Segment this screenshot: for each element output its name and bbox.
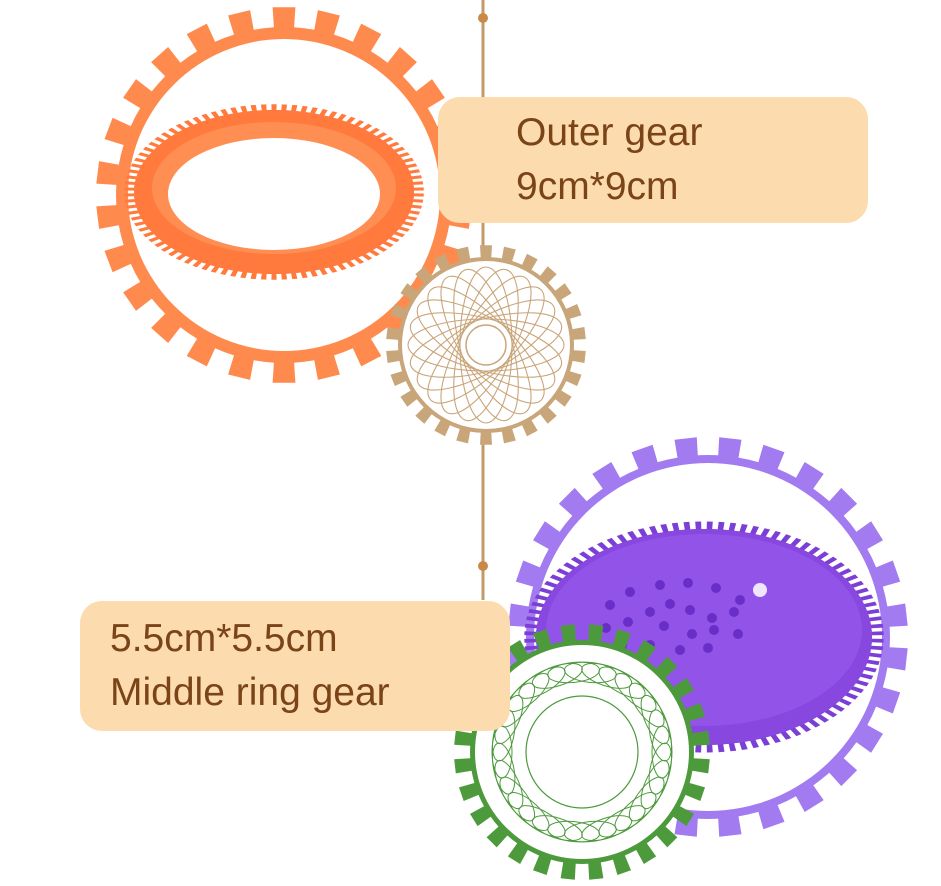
middle-ring-gear-label: 5.5cm*5.5cm Middle ring gear [80,601,510,731]
outer-gear-title: Outer gear [516,111,703,154]
middle-gear-size: 5.5cm*5.5cm [110,617,338,660]
timeline-dot-top [478,13,488,23]
tan-spirograph-gear [386,245,586,445]
orange-oval-ring [124,104,424,280]
timeline-dot-bottom [478,561,488,571]
outer-gear-label: Outer gear 9cm*9cm [438,97,868,223]
outer-gear-size: 9cm*9cm [516,165,679,208]
middle-gear-title: Middle ring gear [110,671,390,714]
green-spirograph-gear [454,624,710,880]
